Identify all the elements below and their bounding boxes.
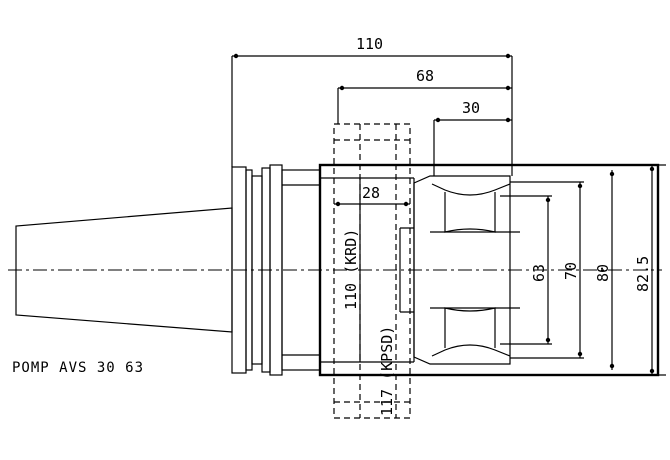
dim-collar-length: 30 [433, 99, 512, 176]
model-caption: POMP AVS 30 63 [12, 360, 144, 376]
label-dia-80: 80 [594, 264, 612, 282]
label-dia-82-5: 82.5 [634, 256, 652, 292]
dim-pos-110: 110 (KRD) [342, 178, 361, 362]
clamping-bore [399, 175, 520, 365]
taper-shank [15, 207, 233, 333]
label-body-length: 68 [416, 67, 434, 85]
dim-dia-80: 80 [594, 170, 615, 370]
holder-body [281, 163, 660, 377]
flange [231, 164, 283, 376]
dim-body-length: 68 [337, 67, 512, 124]
optional-housing-outline [333, 123, 411, 419]
label-dia-63: 63 [530, 264, 548, 282]
label-dia-70: 70 [562, 262, 580, 280]
dim-pos-117: 117 (KPSD) [378, 326, 396, 416]
dim-dia-70: 70 [510, 181, 584, 359]
label-pos-117: 117 (KPSD) [378, 326, 396, 416]
label-pos-110: 110 (KRD) [342, 229, 360, 310]
label-overall-length: 110 [356, 35, 383, 53]
dim-dia-63: 63 [500, 195, 552, 345]
label-collar-length: 30 [462, 99, 480, 117]
dim-inner-length: 28 [334, 184, 410, 207]
dim-overall-length: 110 [231, 35, 513, 176]
dim-dia-82-5: 82.5 [634, 164, 666, 376]
label-inner-length: 28 [362, 184, 380, 202]
